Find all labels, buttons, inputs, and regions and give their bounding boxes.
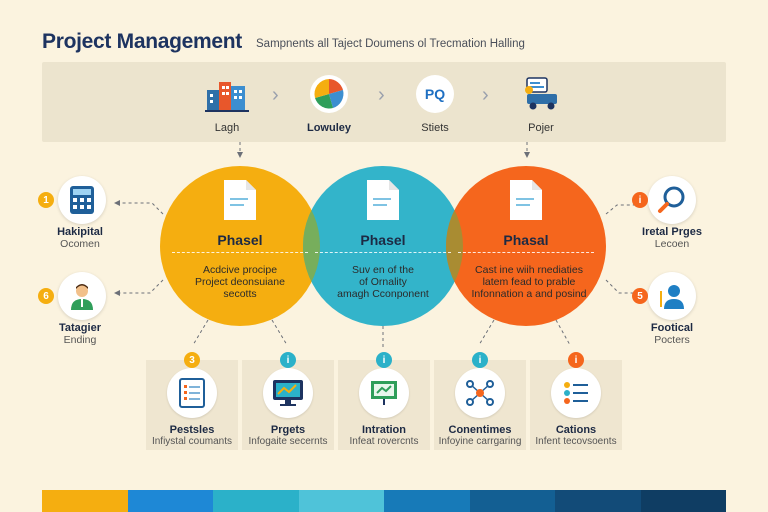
side-item-icon[interactable]	[648, 176, 696, 224]
phase-block: Phasal	[461, 232, 591, 248]
document-icon	[367, 180, 399, 220]
chevron-right-icon: ›	[272, 84, 279, 106]
person-icon	[71, 284, 93, 310]
document-icon	[167, 368, 217, 418]
color-strip-segment	[384, 490, 470, 512]
card-subtitle: Infeat rovercnts	[349, 436, 419, 447]
deliverable-card[interactable]: Cations Infent tecovsoents	[530, 360, 622, 450]
card-title: Conentimes	[448, 424, 512, 436]
list-icon	[551, 368, 601, 418]
user-icon	[660, 285, 684, 309]
magnifier-icon	[658, 186, 685, 213]
phase-description: Suv en of the of Ornality amagh Cconpone…	[337, 264, 429, 300]
step-badge: 6	[38, 288, 54, 304]
side-item-label: Footical Pocters	[650, 322, 694, 346]
card-subtitle: Infoyine carrgaring	[438, 436, 522, 447]
card-title: Intration	[362, 424, 406, 436]
color-strip-segment	[469, 490, 555, 512]
phase-divider	[458, 252, 594, 253]
document-icon	[224, 180, 256, 220]
color-strip-segment	[127, 490, 213, 512]
step-badge: i	[472, 352, 488, 368]
monitor-icon	[263, 368, 313, 418]
pie-chart-icon	[307, 72, 351, 116]
step-badge: i	[568, 352, 584, 368]
color-strip	[42, 490, 726, 512]
step-badge: i	[280, 352, 296, 368]
card-subtitle: Infogaite secernts	[248, 436, 328, 447]
document-icon	[510, 180, 542, 220]
phase-title: Phasal	[503, 232, 549, 248]
page-title: Project Management	[42, 30, 242, 53]
phase-description: Cast ine wiih rnediaties latem fead to p…	[471, 264, 587, 300]
pq-icon: PQ	[413, 72, 457, 116]
top-step[interactable]: Lowuley	[274, 72, 384, 134]
color-strip-segment	[213, 490, 299, 512]
color-strip-segment	[555, 490, 641, 512]
network-icon	[455, 368, 505, 418]
color-strip-segment	[298, 490, 384, 512]
step-badge: 1	[38, 192, 54, 208]
card-subtitle: Infent tecovsoents	[535, 436, 617, 447]
top-step-label: Lagh	[214, 122, 240, 134]
building-icon	[205, 72, 249, 116]
side-item-label: Tatagier Ending	[59, 322, 101, 346]
top-step-label: Stiets	[421, 122, 449, 134]
top-steps-band: Lagh › Lowuley › PQ Stiets ›	[42, 62, 726, 142]
chevron-right-icon: ›	[378, 84, 385, 106]
card-subtitle: Infiystal coumants	[151, 436, 233, 447]
deliverable-card[interactable]: Pestsles Infiystal coumants	[146, 360, 238, 450]
card-title: Prgets	[270, 424, 306, 436]
truck-icon	[519, 72, 563, 116]
deliverable-card[interactable]: Intration Infeat rovercnts	[338, 360, 430, 450]
top-step[interactable]: Pojer	[486, 72, 596, 134]
phase-divider	[315, 252, 451, 253]
chevron-right-icon: ›	[482, 84, 489, 106]
phase-description: Acdcive procipe Project deonsuiane secot…	[195, 264, 285, 300]
phase-block: Phasel	[175, 232, 305, 248]
step-badge: i	[376, 352, 392, 368]
top-step[interactable]: PQ Stiets	[380, 72, 490, 134]
page-subtitle: Sampnents all Taject Doumens ol Trecmati…	[256, 38, 525, 50]
top-step[interactable]: Lagh	[172, 72, 282, 134]
presentation-icon	[359, 368, 409, 418]
side-item-label: Iretal Prges Lecoen	[642, 226, 702, 250]
deliverable-card[interactable]: Prgets Infogaite secernts	[242, 360, 334, 450]
deliverable-card[interactable]: Conentimes Infoyine carrgaring	[434, 360, 526, 450]
step-badge: 5	[632, 288, 648, 304]
side-item-icon[interactable]	[58, 272, 106, 320]
side-item-icon[interactable]	[58, 176, 106, 224]
top-step-label: Lowuley	[306, 122, 351, 134]
color-strip-segment	[42, 490, 128, 512]
phase-block: Phasel	[318, 232, 448, 248]
color-strip-segment	[640, 490, 726, 512]
top-step-label: Pojer	[528, 122, 554, 134]
phase-title: Phasel	[217, 232, 263, 248]
card-title: Pestsles	[169, 424, 215, 436]
side-item-label: Hakipital Ocomen	[57, 226, 103, 250]
card-title: Cations	[555, 424, 597, 436]
calculator-icon	[70, 186, 94, 214]
side-item-icon[interactable]	[648, 272, 696, 320]
step-badge: 3	[184, 352, 200, 368]
step-badge: i	[632, 192, 648, 208]
phase-divider	[172, 252, 308, 253]
phase-title: Phasel	[360, 232, 406, 248]
